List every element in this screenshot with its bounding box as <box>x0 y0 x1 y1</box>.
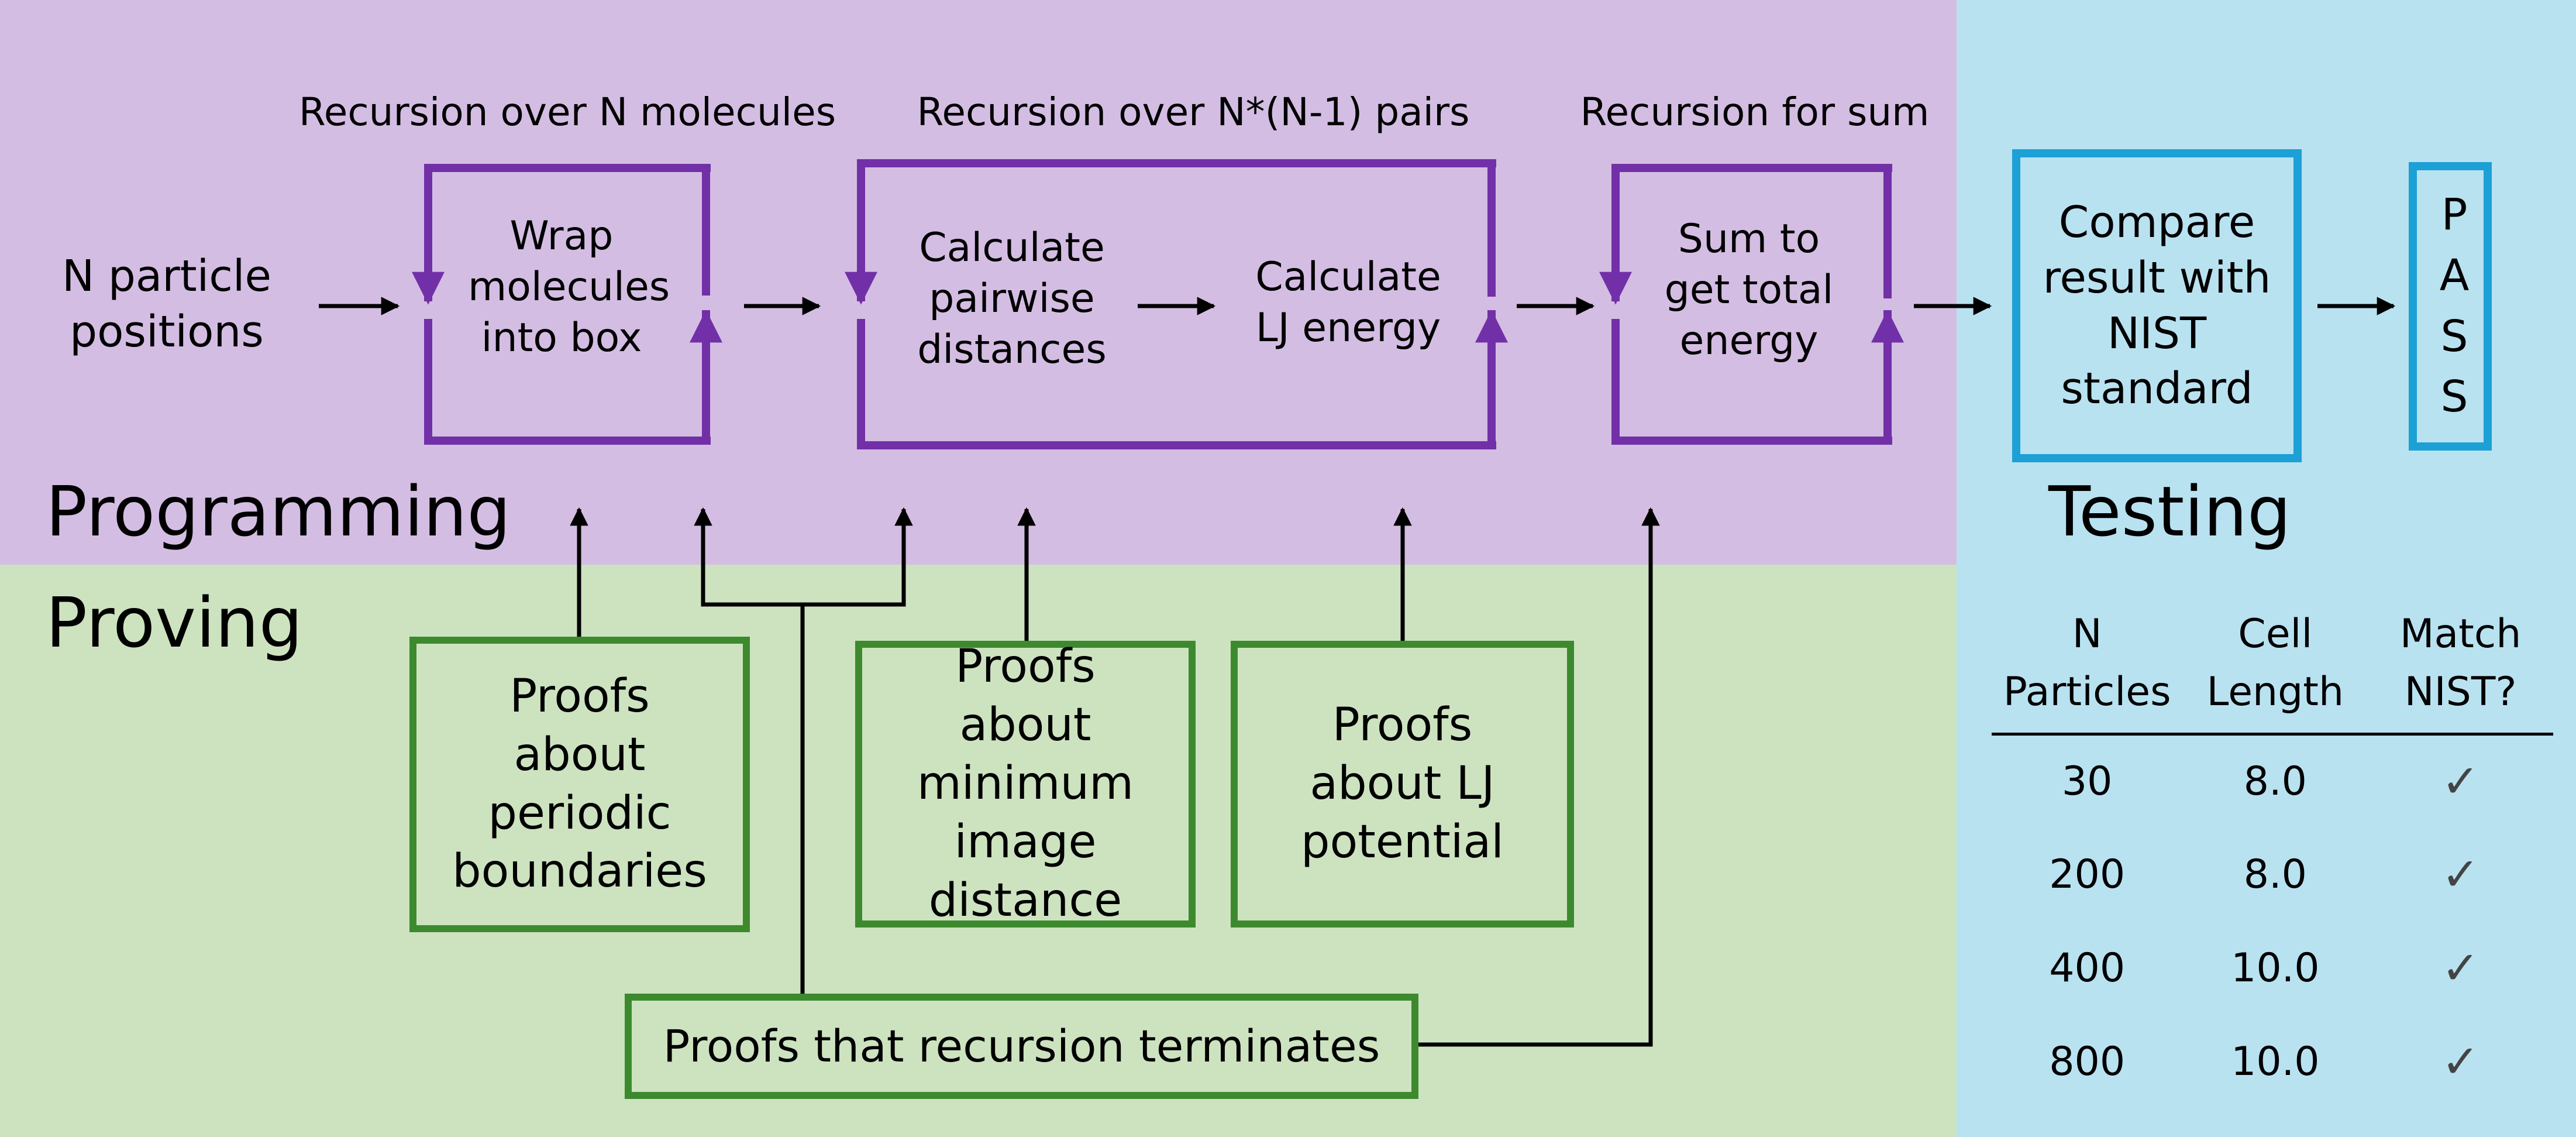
header-n-particles: N Particles <box>2003 611 2171 715</box>
check-icon: ✓ <box>2441 755 2480 808</box>
results-table: N Particles Cell Length Match NIST? 30 8… <box>1992 606 2553 1109</box>
header-match-nist: Match NIST? <box>2399 611 2522 715</box>
recursion-label-pairs: Recursion over N*(N-1) pairs <box>917 90 1470 135</box>
proof-lj-box: Proofs about LJ potential <box>1231 641 1574 928</box>
cell-n: 800 <box>2049 1039 2126 1086</box>
proof-minimum-image-box: Proofs about minimum image distance <box>855 640 1196 928</box>
cell-n: 400 <box>2049 945 2126 992</box>
cell-length: 10.0 <box>2231 945 2320 992</box>
check-icon: ✓ <box>2441 942 2480 995</box>
recursion-label-sum: Recursion for sum <box>1580 90 1930 135</box>
step-compare: Compare result with NIST standard <box>2043 197 2271 414</box>
pairs-loop-right-upper <box>1487 159 1496 297</box>
step-wrap: Wrap molecules into box <box>468 213 670 362</box>
proof-periodic: Proofs about periodic boundaries <box>452 669 707 898</box>
pairs-loop-box <box>857 159 1496 449</box>
input-positions: N particle positions <box>62 251 271 357</box>
termination-fork <box>701 509 906 607</box>
table-row: 200 8.0 ✓ <box>1992 828 2553 922</box>
cell-n: 200 <box>2049 851 2126 898</box>
wrap-loop-right-upper <box>702 164 710 296</box>
proof-termination-box: Proofs that recursion terminates <box>625 994 1418 1099</box>
table-row: 800 10.0 ✓ <box>1992 1015 2553 1109</box>
pairs-loop-left-lower <box>857 319 865 449</box>
proof-termination: Proofs that recursion terminates <box>663 1020 1380 1073</box>
compare-box: Compare result with NIST standard <box>2012 149 2302 462</box>
termination-arrow-sum <box>1418 507 1660 1047</box>
pairs-loop-left-upper <box>857 159 865 259</box>
check-icon: ✓ <box>2441 848 2480 901</box>
step-distances: Calculate pairwise distances <box>917 225 1107 373</box>
table-row: 400 10.0 ✓ <box>1992 922 2553 1015</box>
wrap-loop-left-upper <box>424 164 432 257</box>
proof-periodic-box: Proofs about periodic boundaries <box>409 637 750 932</box>
step-lj-energy: Calculate LJ energy <box>1255 254 1441 352</box>
step-sum: Sum to get total energy <box>1664 216 1834 365</box>
pass-box: PASS <box>2409 162 2492 451</box>
recursion-label-molecules: Recursion over N molecules <box>298 90 836 135</box>
section-testing: Testing <box>2048 471 2291 552</box>
pairs-loop-right-lower <box>1487 310 1496 449</box>
sum-loop-right-upper <box>1883 164 1892 298</box>
proof-lj: Proofs about LJ potential <box>1301 699 1504 868</box>
testing-region <box>1957 0 2576 1137</box>
table-row: 30 8.0 ✓ <box>1992 734 2553 828</box>
wrap-loop-box <box>424 164 711 445</box>
section-programming: Programming <box>46 471 511 552</box>
cell-n: 30 <box>2061 758 2113 805</box>
proof-minimum-image: Proofs about minimum image distance <box>917 640 1134 927</box>
wrap-loop-left-lower <box>424 319 432 445</box>
sum-loop-box <box>1611 164 1892 445</box>
cell-length: 8.0 <box>2243 758 2307 805</box>
sum-loop-left-upper <box>1611 164 1620 252</box>
check-icon: ✓ <box>2441 1035 2480 1088</box>
header-cell-length: Cell Length <box>2206 611 2344 715</box>
proving-region <box>0 565 1957 1137</box>
sum-loop-right-lower <box>1883 310 1892 445</box>
sum-loop-left-lower <box>1611 319 1620 445</box>
cell-length: 10.0 <box>2231 1039 2320 1086</box>
step-pass: PASS <box>2439 190 2470 422</box>
section-proving: Proving <box>46 582 303 663</box>
table-header-row: N Particles Cell Length Match NIST? <box>1992 606 2553 734</box>
wrap-loop-right-lower <box>702 310 710 445</box>
cell-length: 8.0 <box>2243 851 2307 898</box>
